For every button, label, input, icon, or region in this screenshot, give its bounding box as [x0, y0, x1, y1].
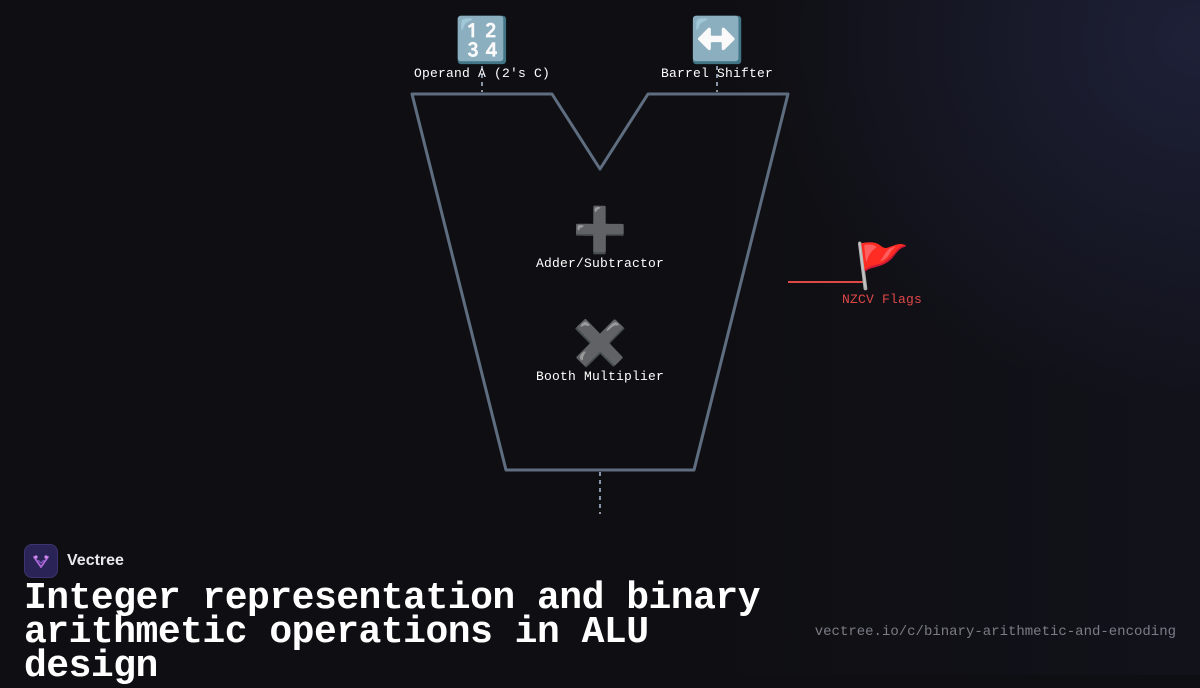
page-url[interactable]: vectree.io/c/binary-arithmetic-and-encod… [814, 624, 1176, 640]
input-barrel-shifter-label: Barrel Shifter [660, 66, 774, 81]
output-nzcv-flags-label: NZCV Flags [841, 292, 922, 307]
unit-adder-subtractor-label: Adder/Subtractor [535, 256, 665, 271]
left-right-arrow-icon: ↔️ [689, 15, 745, 66]
vectree-logo-icon [24, 544, 58, 578]
unit-adder-subtractor: ➕ Adder/Subtractor [500, 205, 700, 272]
alu-shape [410, 92, 790, 472]
unit-booth-multiplier: ✖️ Booth Multiplier [500, 318, 700, 385]
red-flag-icon: 🚩 [854, 241, 910, 292]
brand[interactable]: Vectree [24, 544, 124, 578]
output-nzcv-flags: 🚩 NZCV Flags [822, 241, 942, 308]
input-operand-a-label: Operand A (2's C) [413, 66, 551, 81]
multiply-icon: ✖️ [572, 318, 628, 369]
plus-icon: ➕ [572, 205, 628, 256]
input-operand-a: 🔢 Operand A (2's C) [402, 15, 562, 82]
page-title: Integer representation and binary arithm… [24, 577, 761, 688]
input-barrel-shifter: ↔️ Barrel Shifter [637, 15, 797, 82]
unit-booth-multiplier-label: Booth Multiplier [535, 369, 665, 384]
input-numbers-icon: 🔢 [454, 15, 510, 66]
brand-name: Vectree [67, 552, 124, 569]
